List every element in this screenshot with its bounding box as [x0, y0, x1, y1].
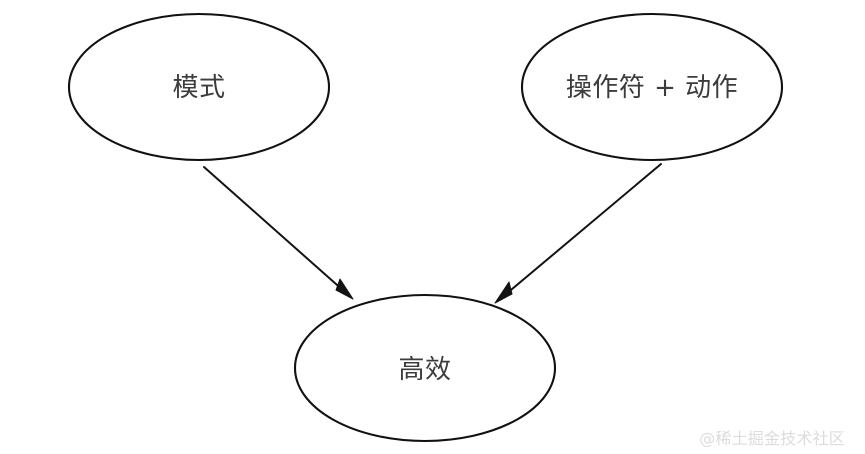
node-shape[interactable] [293, 293, 557, 443]
edge-pattern-to-efficiency [203, 166, 354, 300]
node-operator-action[interactable]: 操作符 + 动作 [520, 12, 784, 162]
node-label-efficiency: 高效 [398, 355, 451, 385]
edge-line [504, 163, 662, 296]
node-efficiency[interactable]: 高效 [293, 293, 557, 443]
edge-line [203, 166, 346, 293]
node-shape[interactable] [67, 12, 331, 162]
arrowhead-icon [335, 278, 354, 300]
node-shape[interactable] [520, 12, 784, 162]
edge-operator-action-to-efficiency [494, 163, 662, 304]
node-label-operator-action: 操作符 + 动作 [566, 73, 738, 103]
node-pattern[interactable]: 模式 [67, 12, 331, 162]
node-label-pattern: 模式 [172, 73, 225, 103]
watermark: @稀土掘金技术社区 [699, 429, 845, 448]
arrowhead-icon [494, 281, 513, 304]
